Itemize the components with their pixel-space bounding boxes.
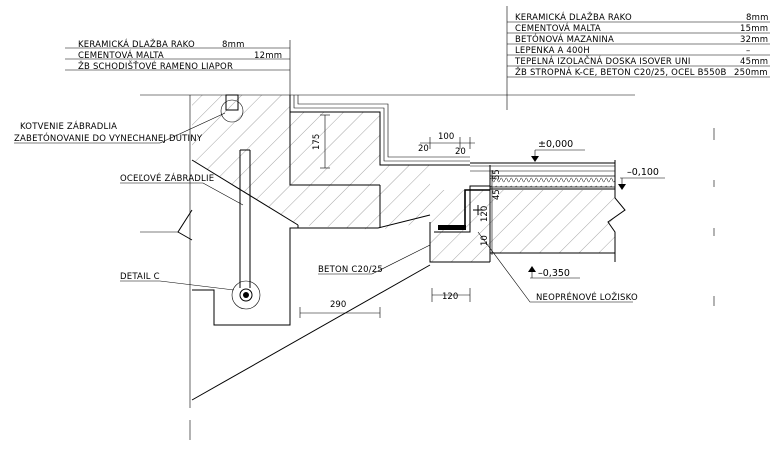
floor-layer-3-thickness: 32mm [740,35,768,45]
level-marks: ±0,000 –0,100 –0,350 [528,139,665,279]
floor-layer-1-thickness: 8mm [746,13,769,23]
floor-layer-5-name: TEPELNÁ IZOLAČNÁ DOSKA ISOVER UNI [514,55,691,67]
dim-175: 175 [312,134,322,150]
label-concrete: BETON C20/25 [318,265,383,275]
floor-layer-legend: KERAMICKÁ DLAŽBA RAKO 8mm CEMENTOVÁ MALT… [506,6,770,110]
floor-layer-2-thickness: 15mm [740,24,768,34]
dim-20-left: 20 [418,144,429,154]
stair-flight-concrete [191,95,470,230]
floor-layer-3-name: BETÓNOVÁ MAZANINA [515,33,614,45]
stair-layer-2-thickness: 12mm [254,51,282,61]
floor-layer-5-thickness: 45mm [740,57,768,67]
label-railing: OCEĽOVÉ ZÁBRADLIE [120,172,214,184]
level-top: ±0,000 [538,139,573,150]
floor-layer-2-name: CEMENTOVÁ MALTA [515,22,601,34]
steel-railing-post [231,149,261,310]
dimension-lines: 175 100 20 20 290 120 55 45 120 10 [299,114,502,318]
dim-55: 55 [492,169,502,180]
level-bottom: –0,350 [538,268,570,279]
dim-120-vertical: 120 [480,206,490,222]
stair-layer-legend: KERAMICKÁ DLAŽBA RAKO 8mm CEMENTOVÁ MALT… [65,38,291,110]
floor-layer-6-name: ŽB STROPNÁ K-CE, BETON C20/25, OCEL B550… [515,66,727,78]
dim-290: 290 [330,300,346,310]
floor-slab [470,160,626,262]
stair-layer-2-name: CEMENTOVÁ MALTA [78,49,164,61]
floor-layer-4-thickness: – [746,46,750,56]
floor-layer-1-name: KERAMICKÁ DLAŽBA RAKO [515,11,632,23]
label-anchor-line1: KOTVENIE ZÁBRADLIA [20,120,117,132]
dim-20-right: 20 [455,147,466,157]
dim-100: 100 [438,132,454,142]
stair-layer-1-name: KERAMICKÁ DLAŽBA RAKO [78,38,195,50]
lower-stair-flight [140,209,431,401]
dim-45: 45 [492,189,502,200]
railing-anchor-pocket [220,94,244,123]
dim-10: 10 [480,235,490,246]
label-detail: DETAIL C [120,272,160,282]
floor-layer-6-thickness: 250mm [734,68,768,78]
dim-120-horizontal: 120 [442,292,458,302]
stair-layer-1-thickness: 8mm [222,40,245,50]
leader-labels: KOTVENIE ZÁBRADLIA ZABETÓNOVANIE DO VYNE… [14,112,638,303]
floor-layer-4-name: LEPENKA A 400H [515,46,590,56]
label-anchor-line2: ZABETÓNOVANIE DO VYNECHANEJ DUTINY [14,132,203,144]
stair-layer-3-name: ŽB SCHODIŠŤOVÉ RAMENO LIAPOR [78,60,233,72]
label-bearing: NEOPRÉNOVÉ LOŽISKO [536,291,638,303]
level-mid: –0,100 [627,167,659,178]
